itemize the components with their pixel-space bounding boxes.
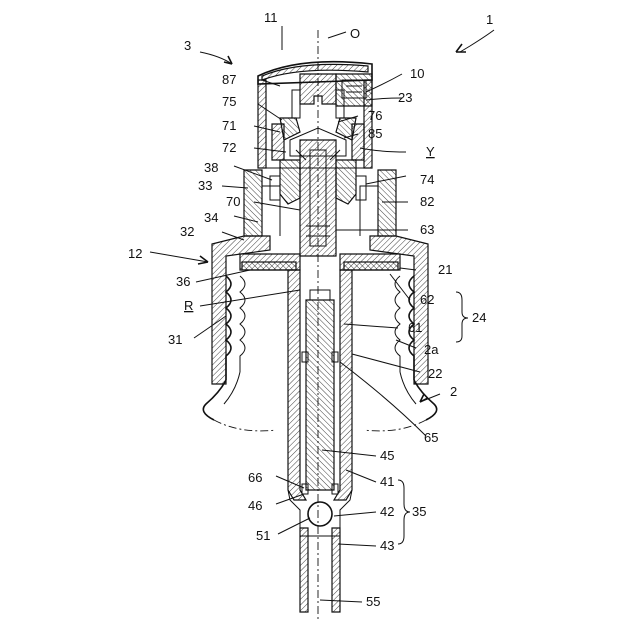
label-45: 45 (380, 448, 394, 463)
label-y: Y (426, 144, 435, 159)
label-46: 46 (248, 498, 262, 513)
label-87: 87 (222, 72, 236, 87)
label-43: 43 (380, 538, 394, 553)
label-75: 75 (222, 94, 236, 109)
dip-tube (300, 528, 340, 612)
label-63: 63 (420, 222, 434, 237)
arrow-2 (420, 394, 428, 402)
label-42: 42 (380, 504, 394, 519)
label-11: 11 (264, 10, 278, 25)
label-74: 74 (420, 172, 434, 187)
label-10: 10 (410, 66, 424, 81)
arrow-12 (198, 256, 208, 264)
arrow-1 (456, 44, 466, 52)
label-70: 70 (226, 194, 240, 209)
label-24: 24 (472, 310, 486, 325)
brace-24 (456, 292, 468, 342)
label-22: 22 (428, 366, 442, 381)
label-65: 65 (424, 430, 438, 445)
label-12: 12 (128, 246, 142, 261)
label-85: 85 (368, 126, 382, 141)
label-61: 61 (408, 320, 422, 335)
label-41: 41 (380, 474, 394, 489)
label-71: 71 (222, 118, 236, 133)
piston-rod (302, 290, 338, 494)
brace-35 (398, 480, 410, 544)
label-r: R (184, 298, 193, 313)
label-33: 33 (198, 178, 212, 193)
label-62: 62 (420, 292, 434, 307)
label-34: 34 (204, 210, 218, 225)
label-1: 1 (486, 12, 493, 27)
label-36: 36 (176, 274, 190, 289)
label-3: 3 (184, 38, 191, 53)
ball-valve (308, 502, 332, 526)
label-35: 35 (412, 504, 426, 519)
label-o: O (350, 26, 360, 41)
label-21: 21 (438, 262, 452, 277)
label-51: 51 (256, 528, 270, 543)
label-82: 82 (420, 194, 434, 209)
label-31: 31 (168, 332, 182, 347)
label-2: 2 (450, 384, 457, 399)
label-2a: 2a (424, 342, 439, 357)
label-38: 38 (204, 160, 218, 175)
label-23: 23 (398, 90, 412, 105)
label-66: 66 (248, 470, 262, 485)
label-55: 55 (366, 594, 380, 609)
label-76: 76 (368, 108, 382, 123)
label-72: 72 (222, 140, 236, 155)
label-32: 32 (180, 224, 194, 239)
